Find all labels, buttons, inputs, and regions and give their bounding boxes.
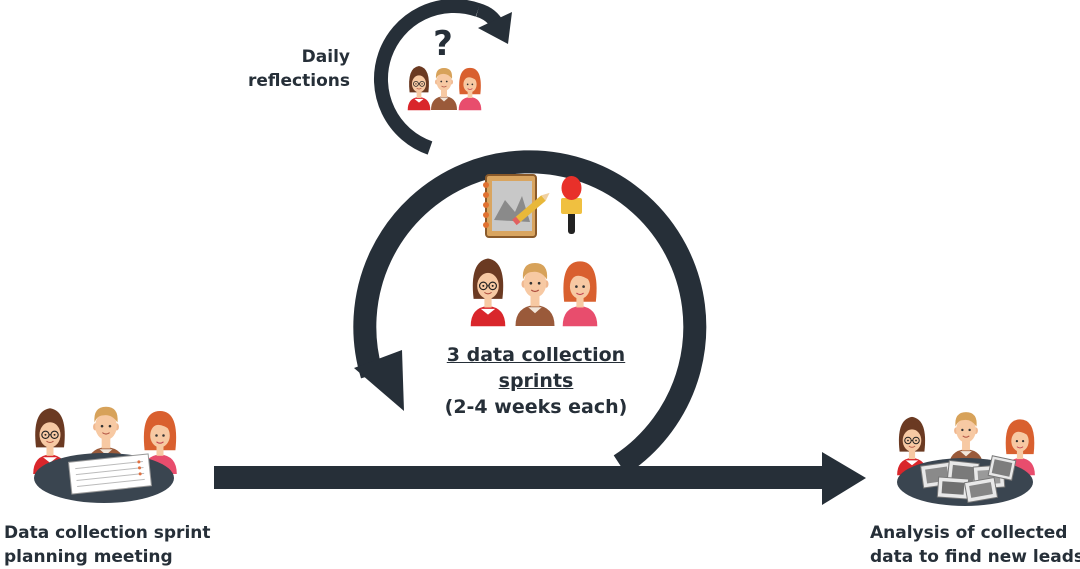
document-icon: [67, 453, 153, 495]
analysis-label: Analysis of collected data to find new l…: [870, 521, 1080, 569]
daily-team-icon: [407, 65, 482, 111]
microphone-icon: [561, 176, 582, 234]
analysis-label-line2: data to find new leads: [870, 547, 1080, 567]
photos-icon: [920, 455, 1017, 504]
planning-label: Data collection sprint planning meeting: [4, 521, 214, 569]
sprint-title-line2: sprints: [498, 370, 574, 392]
daily-label-line1: Daily: [301, 47, 350, 67]
daily-label-line2: reflections: [248, 71, 350, 91]
sprint-duration: (2-4 weeks each): [444, 396, 628, 418]
sprint-loop-arrow: [353, 150, 707, 475]
analysis-label-line1: Analysis of collected: [870, 523, 1068, 543]
planning-label-line2: planning meeting: [4, 547, 173, 567]
sprint-team-icon: [470, 257, 598, 327]
daily-loop-arrowhead: [478, 12, 512, 44]
notebook-icon: [483, 174, 550, 238]
sprint-label: 3 data collection sprints (2-4 weeks eac…: [425, 342, 647, 420]
timeline-arrow: [214, 452, 866, 505]
question-icon: ?: [433, 24, 453, 64]
sprint-title-line1: 3 data collection: [446, 344, 626, 366]
daily-reflections-label: Daily reflections: [246, 45, 350, 93]
planning-label-line1: Data collection sprint: [4, 523, 211, 543]
sprint-loop-arrowhead: [354, 350, 404, 411]
